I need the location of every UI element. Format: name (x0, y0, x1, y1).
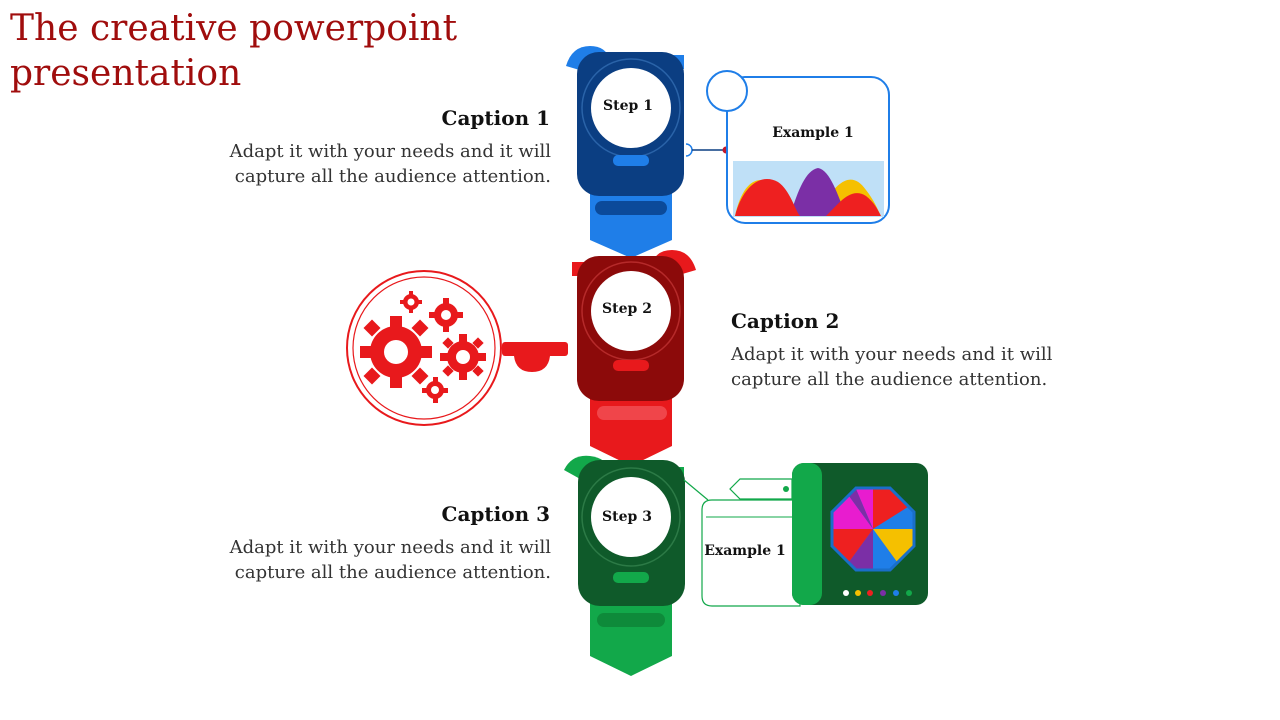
step-2-label: Step 2 (602, 301, 652, 317)
step-1-block: Step 1 (566, 46, 684, 258)
caption-3-title: Caption 3 (441, 502, 550, 526)
caption-2-title: Caption 2 (731, 309, 840, 333)
gears-icon (346, 270, 502, 426)
caption-1-title: Caption 1 (441, 106, 550, 130)
caption-1-body: Adapt it with your needs and it will cap… (229, 141, 551, 187)
example-1-connector (685, 143, 730, 157)
step-1-label: Step 1 (603, 98, 653, 114)
example-1-card: Example 1 (706, 70, 890, 224)
wave-chart-icon (733, 161, 884, 217)
page-title: The creative powerpoint presentation (10, 8, 458, 94)
step-2-block: Step 2 (572, 250, 696, 466)
example-3-connector (683, 478, 793, 501)
step-3-label: Step 3 (602, 509, 652, 525)
example-3-label: Example 1 (704, 543, 786, 559)
step-3-block: Step 3 (564, 455, 685, 676)
example-3-card: Example 1 (701, 463, 928, 607)
pie-wheel-icon (830, 486, 916, 572)
gears-connector (502, 342, 568, 372)
caption-2-body: Adapt it with your needs and it will cap… (731, 344, 1053, 390)
caption-3-body: Adapt it with your needs and it will cap… (229, 537, 551, 583)
color-dots (843, 590, 912, 596)
example-1-label: Example 1 (772, 125, 854, 141)
